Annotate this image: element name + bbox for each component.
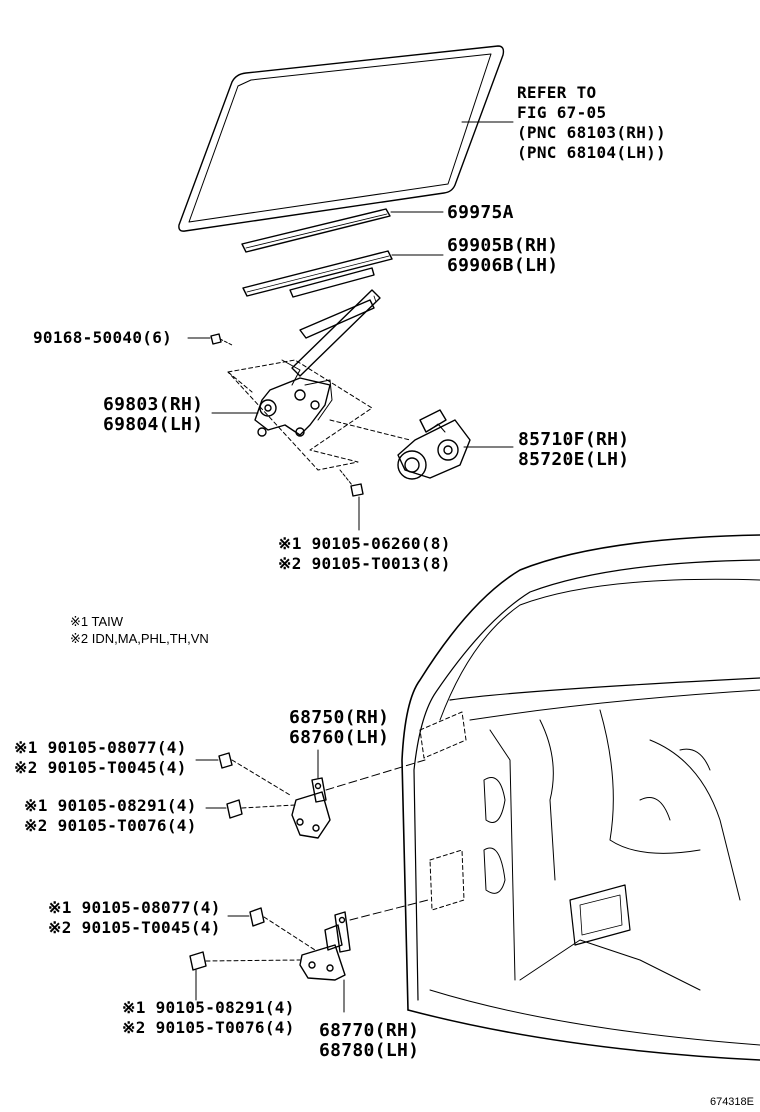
part-number-rh: 85710F(RH) [518,429,630,450]
part-number-variant-1: ※1 90105-08291(4) [24,796,197,815]
door-panel [401,534,760,1061]
door-glass [178,45,514,232]
note-2: ※2 IDN,MA,PHL,TH,VN [70,631,209,646]
part-number-rh: 68770(RH) [319,1020,420,1041]
part-number-variant-1: ※1 90105-08077(4) [14,738,187,757]
part-label-motor[interactable]: 85710F(RH) 85720E(LH) [518,430,629,470]
refer-to-label: REFER TO FIG 67-05 (PNC 68103(RH)) (PNC … [517,83,666,163]
part-number-variant-2: ※2 90105-T0013(8) [278,554,451,573]
figure-id: 674318E [709,1096,754,1108]
glass-channel-strips [242,250,444,298]
part-number-lh: 69804(LH) [103,414,204,435]
part-number-rh: 68750(RH) [289,707,390,728]
note-1: ※1 TAIW [70,614,124,629]
part-number-variant-1: ※1 90105-06260(8) [278,534,451,553]
part-number-variant-2: ※2 90105-T0076(4) [24,816,197,835]
part-label-regulator[interactable]: 69803(RH) 69804(LH) [103,395,203,435]
refer-pnc-lh-line: (PNC 68104(LH)) [517,143,666,162]
part-number-lh: 85720E(LH) [518,449,630,470]
upper-door-hinge [195,749,426,839]
part-label-lower-hinge[interactable]: 68770(RH) 68780(LH) [319,1021,419,1061]
part-label-lower-bolt-b[interactable]: ※1 90105-08291(4) ※2 90105-T0076(4) [122,998,295,1038]
lower-door-hinge [189,899,429,1013]
part-label-upper-bolt-a[interactable]: ※1 90105-08077(4) ※2 90105-T0045(4) [14,738,187,778]
part-number-rh: 69803(RH) [103,394,204,415]
part-label-upper-hinge[interactable]: 68750(RH) 68760(LH) [289,708,389,748]
refer-pnc-rh-line: (PNC 68103(RH)) [517,123,666,142]
part-number-variant-2: ※2 90105-T0045(4) [48,918,221,937]
part-number-lh: 68760(LH) [289,727,390,748]
part-label-motor-bolt[interactable]: ※1 90105-06260(8) ※2 90105-T0013(8) [278,534,451,574]
part-label-upper-bolt-b[interactable]: ※1 90105-08291(4) ※2 90105-T0076(4) [24,796,197,836]
part-number-rh: 69905B(RH) [447,235,559,256]
part-label-glass-run[interactable]: 69975A [447,202,514,223]
part-label-regulator-bolt[interactable]: 90168-50040(6) [33,328,173,347]
refer-fig-line: FIG 67-05 [517,103,607,122]
refer-to-line: REFER TO [517,83,597,102]
region-notes: ※1 TAIW ※2 IDN,MA,PHL,TH,VN [70,613,209,647]
part-label-lower-bolt-a[interactable]: ※1 90105-08077(4) ※2 90105-T0045(4) [48,898,221,938]
glass-run-strip [241,208,444,253]
part-number-variant-1: ※1 90105-08291(4) [122,998,295,1017]
part-number-variant-2: ※2 90105-T0076(4) [122,1018,295,1037]
part-number-variant-1: ※1 90105-08077(4) [48,898,221,917]
part-number-lh: 69906B(LH) [447,255,559,276]
part-label-channel[interactable]: 69905B(RH) 69906B(LH) [447,236,558,276]
part-number-lh: 68780(LH) [319,1040,420,1061]
part-number-variant-2: ※2 90105-T0045(4) [14,758,187,777]
regulator-motor [339,409,514,531]
window-regulator [187,289,411,471]
